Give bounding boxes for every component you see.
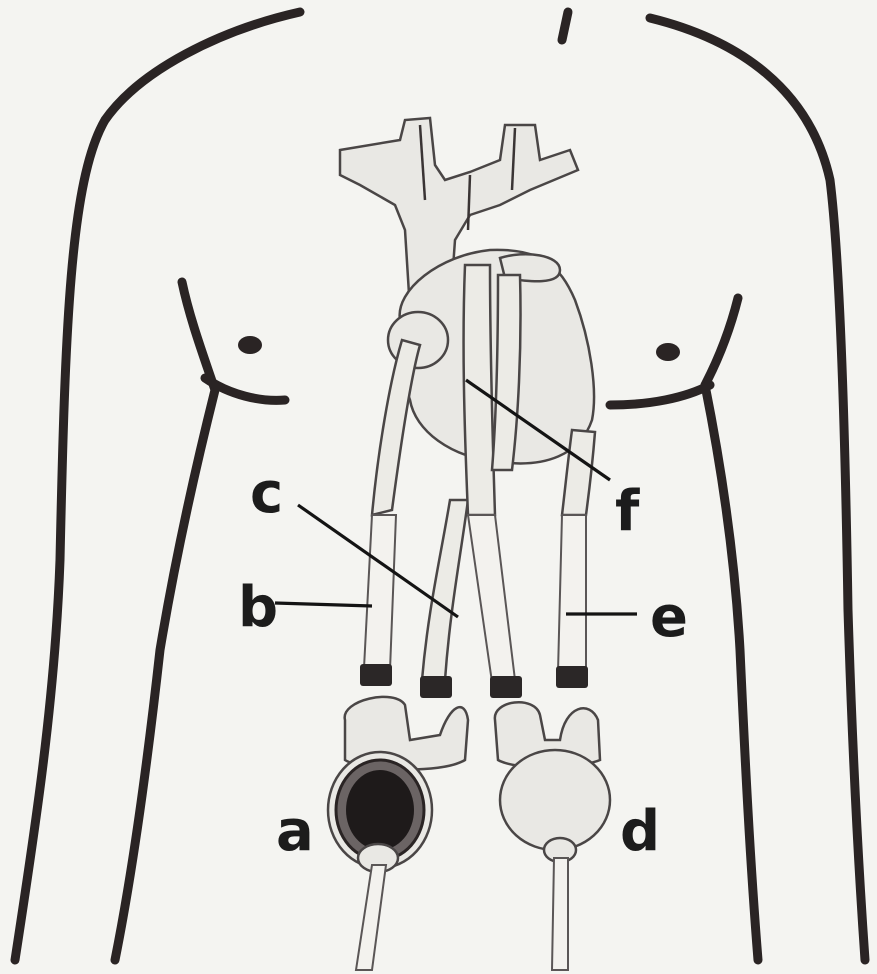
connector-band-4 (556, 666, 588, 688)
right-nipple (656, 343, 680, 361)
cannula-c (422, 500, 468, 680)
cannula-f-left-lower (468, 515, 515, 682)
left-nipple (238, 336, 262, 354)
connector-band-3 (490, 676, 522, 698)
label-b: b (238, 575, 278, 640)
label-a: a (276, 799, 314, 864)
label-c: c (250, 461, 283, 526)
pump-a (328, 697, 468, 970)
leader-line-b (275, 603, 372, 606)
cannula-e-lower (558, 515, 586, 672)
cannula-b (372, 340, 420, 515)
connector-band-2 (420, 676, 452, 698)
label-e: e (650, 585, 688, 650)
connector-band-1 (360, 664, 392, 686)
label-d: d (620, 799, 660, 864)
pump-d (495, 702, 610, 970)
label-f: f (615, 479, 640, 544)
cannula-b-lower (364, 515, 396, 670)
torso-outline (15, 12, 865, 960)
